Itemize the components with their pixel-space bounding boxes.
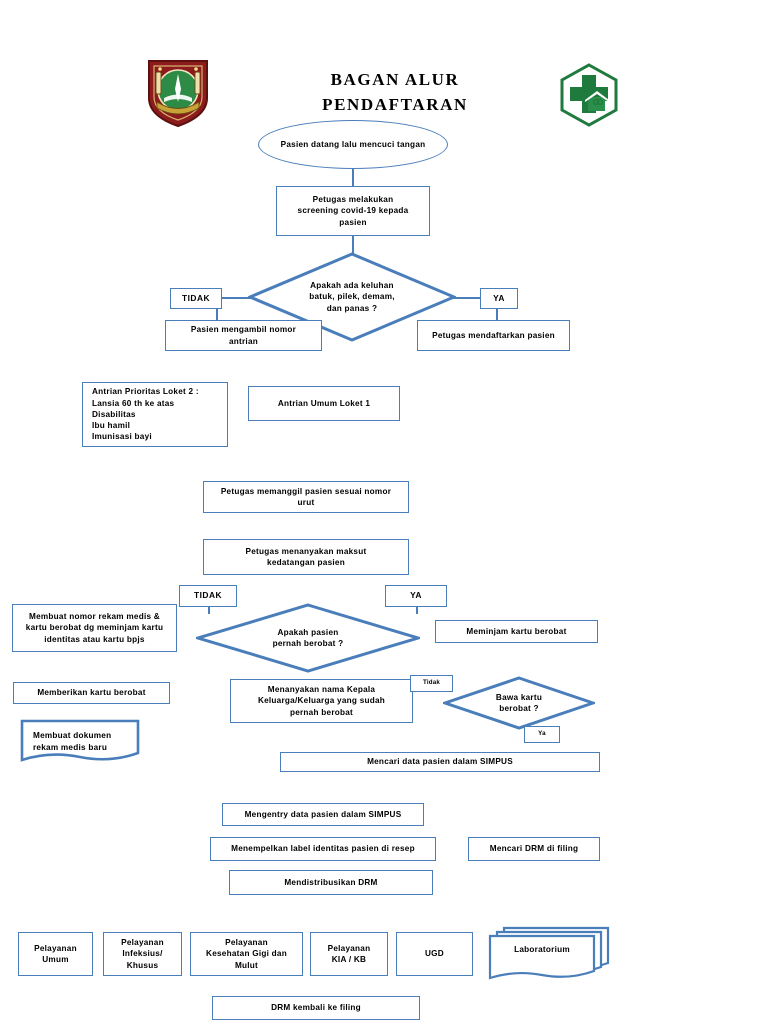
node-antrian-prioritas: Antrian Prioritas Loket 2 : Lansia 60 th… xyxy=(82,382,228,447)
label-tidak-pernah-berobat: TIDAK xyxy=(179,585,237,607)
node-decision-pernah-berobat: Apakah pasien pernah berobat ? xyxy=(196,603,420,673)
connector-tidak-to-ambilnomor xyxy=(216,309,218,321)
node-memberikan-kartu-berobat: Memberikan kartu berobat xyxy=(13,682,170,704)
node-pelayanan-infeksius: Pelayanan Infeksius/ Khusus xyxy=(103,932,182,976)
node-decision-keluhan: Apakah ada keluhan batuk, pilek, demam, … xyxy=(248,252,456,342)
node-ambil-nomor-antrian: Pasien mengambil nomor antrian xyxy=(165,320,322,351)
label-ya-keluhan: YA xyxy=(480,288,518,309)
node-mendistribusikan-drm: Mendistribusikan DRM xyxy=(229,870,433,895)
connector-keluhan-to-ya xyxy=(446,297,488,299)
node-membuat-dokumen-rekam-medis: Membuat dokumen rekam medis baru xyxy=(20,719,140,764)
node-mengentry-data-simpus: Mengentry data pasien dalam SIMPUS xyxy=(222,803,424,826)
label-tidak-keluhan: TIDAK xyxy=(170,288,222,309)
node-laboratorium: Laboratorium xyxy=(488,925,610,980)
node-pelayanan-umum: Pelayanan Umum xyxy=(18,932,93,976)
label-ya-bawa-kartu: Ya xyxy=(524,726,560,743)
node-drm-kembali-filing: DRM kembali ke filing xyxy=(212,996,420,1020)
node-menempelkan-label-identitas: Menempelkan label identitas pasien di re… xyxy=(210,837,436,861)
node-screening-covid: Petugas melakukan screening covid-19 kep… xyxy=(276,186,430,236)
connector-ya-to-daftarkan xyxy=(496,309,498,321)
green-cross-hexagon-logo xyxy=(557,62,621,128)
connector-pernah-to-tidak2 xyxy=(208,606,210,614)
node-menanyakan-kepala-keluarga: Menanyakan nama Kepala Keluarga/Keluarga… xyxy=(230,679,413,723)
node-ugd: UGD xyxy=(396,932,473,976)
node-pasien-datang: Pasien datang lalu mencuci tangan xyxy=(258,120,448,169)
node-petugas-mendaftarkan: Petugas mendaftarkan pasien xyxy=(417,320,570,351)
shield-emblem-logo xyxy=(146,58,210,128)
node-antrian-umum: Antrian Umum Loket 1 xyxy=(248,386,400,421)
label-tidak-bawa-kartu: Tidak xyxy=(410,675,453,692)
node-pelayanan-kia-kb: Pelayanan KIA / KB xyxy=(310,932,388,976)
node-meminjam-kartu-berobat: Meminjam kartu berobat xyxy=(435,620,598,643)
node-mencari-drm-filing: Mencari DRM di filing xyxy=(468,837,600,861)
connector-keluhan-to-tidak xyxy=(216,297,258,299)
node-membuat-nomor-rekam-medis: Membuat nomor rekam medis & kartu beroba… xyxy=(12,604,177,652)
node-decision-bawa-kartu: Bawa kartu berobat ? xyxy=(443,676,595,730)
connector-start-to-screening xyxy=(352,168,354,187)
page-title: BAGAN ALUR PENDAFTARAN xyxy=(322,70,468,114)
node-memanggil-pasien: Petugas memanggil pasien sesuai nomor ur… xyxy=(203,481,409,513)
connector-pernah-to-ya2 xyxy=(416,606,418,614)
node-pelayanan-gigi-mulut: Pelayanan Kesehatan Gigi dan Mulut xyxy=(190,932,303,976)
connector-screening-to-keluhan xyxy=(352,236,354,254)
label-ya-pernah-berobat: YA xyxy=(385,585,447,607)
node-menanyakan-maksut: Petugas menanyakan maksut kedatangan pas… xyxy=(203,539,409,575)
node-mencari-data-simpus: Mencari data pasien dalam SIMPUS xyxy=(280,752,600,772)
